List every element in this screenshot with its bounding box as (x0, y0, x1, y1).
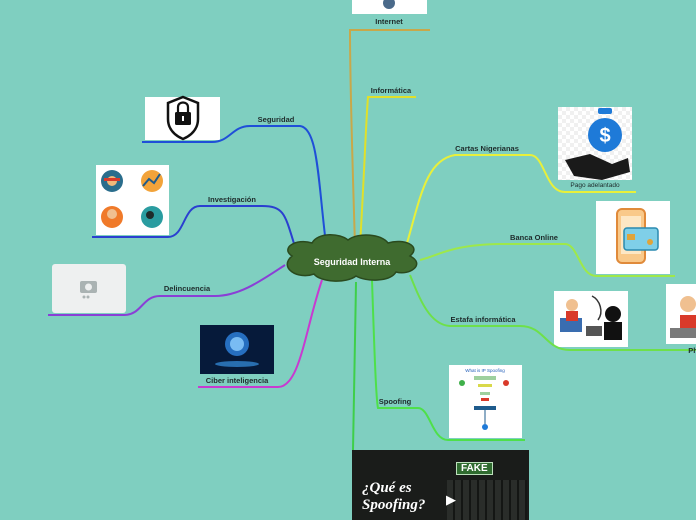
branch-line-investigacion (92, 205, 297, 251)
branch-label-cartas[interactable]: Cartas Nigerianas (455, 144, 519, 153)
branch-line-estafa (409, 274, 696, 351)
ip-spoofing-diagram (459, 376, 509, 430)
play-icon[interactable]: ▶ (446, 492, 456, 507)
central-topic-label[interactable]: Seguridad Interna (313, 257, 391, 267)
brain-hologram-image (200, 325, 274, 374)
branch-label-delincuencia[interactable]: Delincuencia (163, 284, 211, 293)
branch-line-cartas (404, 154, 636, 251)
central-node[interactable] (286, 234, 418, 282)
hacker-illustration (560, 295, 622, 340)
branch-line-video (352, 281, 357, 451)
branch-label-ciber[interactable]: Ciber inteligencia (205, 376, 269, 385)
svg-text:$: $ (599, 125, 610, 147)
fake-badge: FAKE (456, 462, 493, 475)
camera-icon (80, 281, 97, 299)
video-title-line-2: Spoofing? (362, 497, 426, 513)
branch-line-banca (419, 243, 675, 277)
phone-payment-icon (616, 208, 659, 264)
branch-line-spoofing (371, 279, 525, 441)
branch-line-internet (348, 29, 430, 246)
branch-label-seguridad[interactable]: Seguridad (257, 115, 295, 124)
spoofing-video-thumbnail[interactable]: FAKE ¿Qué es Spoofing? ▶ (352, 450, 529, 520)
branch-line-informatica (359, 96, 416, 246)
internet-icon (383, 0, 395, 9)
branch-line-ciber (198, 279, 323, 388)
branch-label-informatica[interactable]: Informática (370, 86, 412, 95)
ip-spoofing-title: What is IP Spoofing (465, 368, 505, 373)
branch-label-banca[interactable]: Banca Online (510, 233, 558, 242)
branch-label-phishing[interactable]: Ph (688, 346, 696, 355)
caption-pago-adelantado: Pago adelantado (570, 182, 620, 189)
video-title: ¿Qué es Spoofing? (362, 480, 425, 514)
branch-label-estafa[interactable]: Estafa informática (450, 315, 516, 324)
investigation-icons (101, 170, 163, 228)
keyboard-image (447, 480, 527, 520)
branch-label-investigacion[interactable]: Investigación (208, 195, 256, 204)
phishing-image-partial (670, 296, 696, 338)
branch-label-spoofing[interactable]: Spoofing (378, 397, 412, 406)
video-title-line-1: ¿Qué es (362, 480, 412, 496)
branch-label-internet[interactable]: Internet (375, 17, 403, 26)
money-hand-icon: $ (565, 108, 630, 180)
branch-line-seguridad (142, 125, 327, 245)
lock-icon (166, 95, 200, 141)
branch-line-delincuencia (48, 264, 286, 316)
